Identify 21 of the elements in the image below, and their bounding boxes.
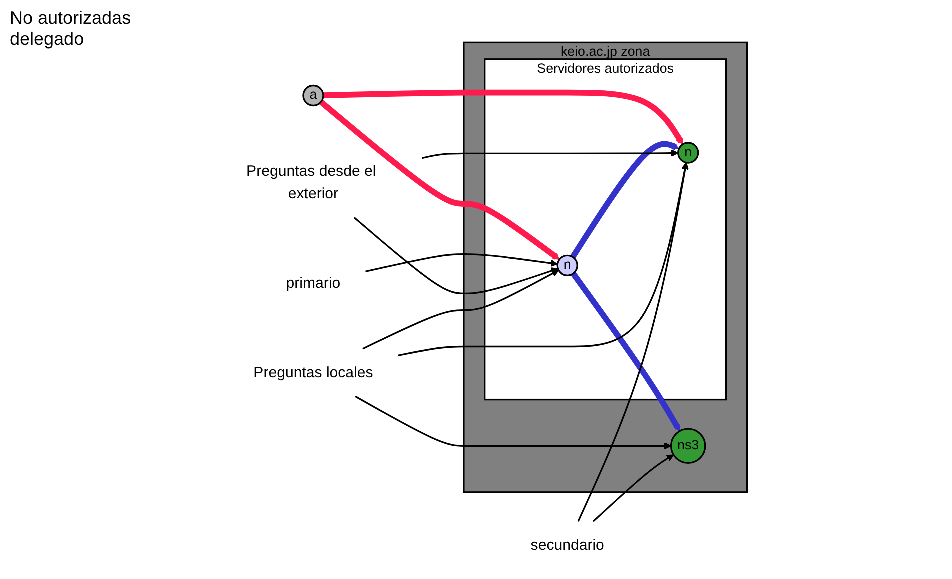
node-circle: n	[678, 142, 700, 164]
node-text: Preguntas desde el exterior	[246, 162, 376, 202]
node-circle: ns3	[670, 428, 706, 464]
arrow	[366, 254, 558, 272]
arrow	[422, 150, 679, 160]
annotation-text: No autorizadas	[10, 8, 132, 29]
arrow	[354, 217, 558, 294]
annotation-text: delegado	[10, 29, 86, 50]
arrow	[355, 396, 672, 450]
arrow	[571, 272, 681, 432]
arrow	[578, 162, 689, 522]
arrow	[362, 270, 560, 350]
arrow	[323, 90, 684, 145]
node-circle: n	[556, 254, 578, 276]
node-circle: a	[302, 84, 324, 107]
node-text: secundario	[530, 536, 604, 554]
node-text: primario	[286, 274, 341, 292]
arrow	[570, 141, 680, 259]
arrow	[592, 454, 674, 522]
arrow	[319, 100, 560, 260]
node-text: Preguntas locales	[254, 364, 374, 381]
